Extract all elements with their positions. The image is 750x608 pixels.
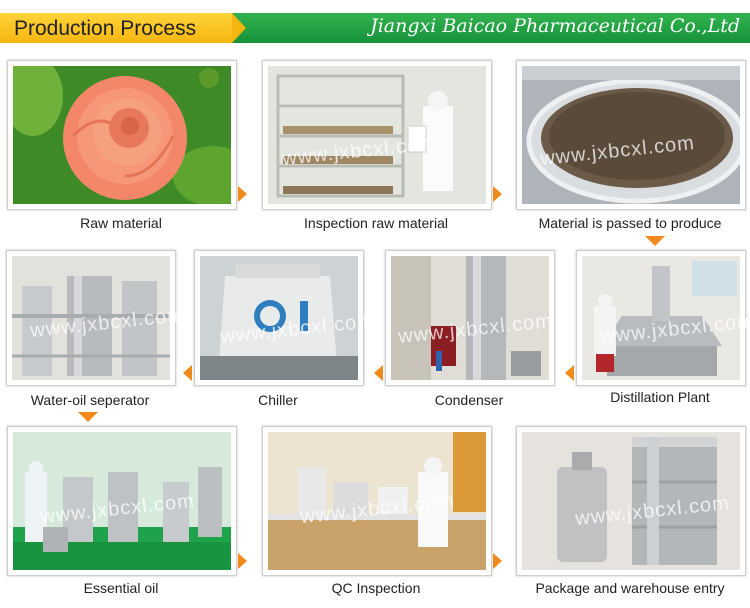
- flow-arrow-right: [238, 186, 247, 202]
- step-label: Condenser: [434, 392, 504, 408]
- step-label: Raw material: [80, 215, 162, 231]
- distillation-photo: [576, 250, 746, 386]
- title-tab-arrow: [232, 13, 246, 43]
- raw-material-photo: [7, 60, 237, 210]
- step-label: Chiller: [258, 392, 298, 408]
- flow-arrow-down: [78, 412, 98, 422]
- step-label: Water-oil seperator: [30, 392, 150, 408]
- page-title: Production Process: [14, 17, 197, 40]
- clean-room-image: [13, 432, 231, 570]
- flow-arrow-right: [493, 186, 502, 202]
- laboratory-image: [268, 432, 486, 570]
- inspection-photo: [262, 60, 492, 210]
- material-photo: [516, 60, 746, 210]
- flow-arrow-left: [183, 365, 192, 381]
- drums-image: [522, 432, 740, 570]
- condenser-image: [391, 256, 549, 380]
- page-header: Production Process Jiangxi Baicao Pharma…: [0, 0, 750, 48]
- step-label: Material is passed to produce: [538, 215, 722, 231]
- step-label: Distillation Plant: [610, 389, 710, 405]
- flow-arrow-right: [493, 553, 502, 569]
- qc-photo: [262, 426, 492, 576]
- essential-oil-photo: [7, 426, 237, 576]
- step-label: Essential oil: [83, 580, 159, 596]
- rose-image: [13, 66, 231, 204]
- storage-rack-image: [268, 66, 486, 204]
- separator-photo: [6, 250, 176, 386]
- flow-arrow-right: [238, 553, 247, 569]
- extractor-tank-image: [522, 66, 740, 204]
- header-title-tab: Production Process: [0, 13, 232, 43]
- chiller-photo: [194, 250, 364, 386]
- step-label: QC Inspection: [331, 580, 421, 596]
- condenser-photo: [385, 250, 555, 386]
- flow-arrow-left: [374, 365, 383, 381]
- distillation-image: [582, 256, 740, 380]
- step-label: Inspection raw material: [304, 215, 448, 231]
- step-label: Package and warehouse entry: [535, 580, 725, 596]
- flow-arrow-down: [645, 236, 665, 246]
- flow-arrow-left: [565, 365, 574, 381]
- separator-image: [12, 256, 170, 380]
- cooling-tower-image: [200, 256, 358, 380]
- package-photo: [516, 426, 746, 576]
- company-name: Jiangxi Baicao Pharmaceutical Co.,Ltd: [370, 15, 740, 37]
